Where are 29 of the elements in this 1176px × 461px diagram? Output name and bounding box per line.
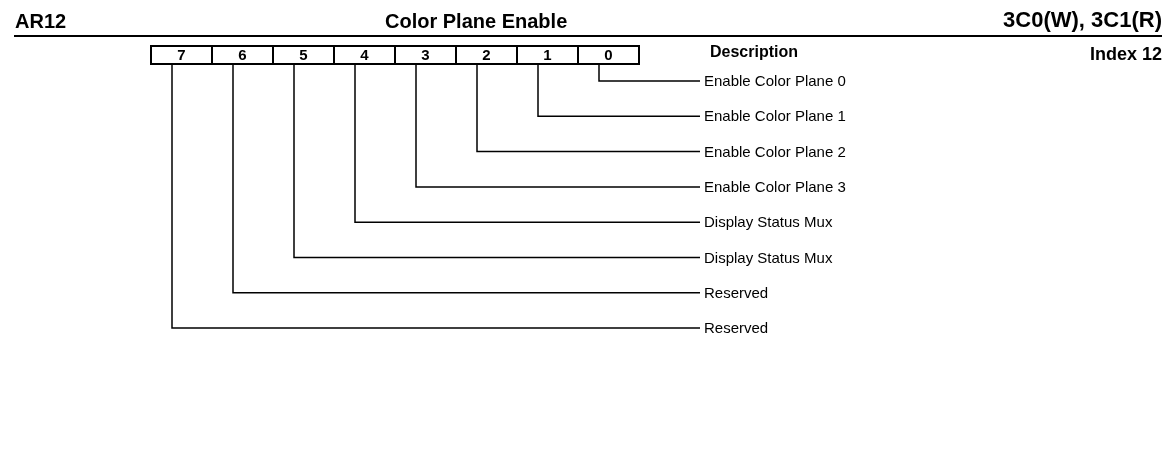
bit-cell: 5 bbox=[272, 45, 335, 65]
leader-line bbox=[415, 64, 701, 188]
leader-line bbox=[293, 64, 701, 259]
leader-line bbox=[537, 64, 701, 118]
leader-line bbox=[232, 64, 701, 294]
bit-cell: 7 bbox=[150, 45, 213, 65]
bit-description: Display Status Mux bbox=[704, 213, 833, 232]
bit-cell: 4 bbox=[333, 45, 396, 65]
column-heading: Description bbox=[710, 43, 798, 61]
bit-cell: 1 bbox=[516, 45, 579, 65]
leader-line bbox=[171, 64, 701, 329]
port-address: 3C0(W), 3C1(R) bbox=[1003, 8, 1162, 32]
bit-description: Enable Color Plane 0 bbox=[704, 72, 846, 90]
bit-cell: 3 bbox=[394, 45, 457, 65]
bit-description: Reserved bbox=[704, 283, 769, 302]
register-title: Color Plane Enable bbox=[385, 10, 568, 32]
leader-line bbox=[476, 64, 701, 153]
leader-line bbox=[598, 64, 701, 82]
register-name: AR12 bbox=[15, 10, 67, 32]
bit-cell: 2 bbox=[455, 45, 518, 65]
bit-cell: 0 bbox=[577, 45, 640, 65]
bit-description: Enable Color Plane 1 bbox=[704, 107, 846, 126]
bit-cell: 6 bbox=[211, 45, 274, 65]
bit-description: Enable Color Plane 2 bbox=[704, 142, 846, 161]
index-label: Index 12 bbox=[1089, 44, 1162, 64]
bit-description: Reserved bbox=[704, 319, 769, 338]
bit-description: Display Status Mux bbox=[704, 248, 833, 267]
leader-line bbox=[354, 64, 701, 223]
bit-description: Enable Color Plane 3 bbox=[704, 177, 846, 196]
